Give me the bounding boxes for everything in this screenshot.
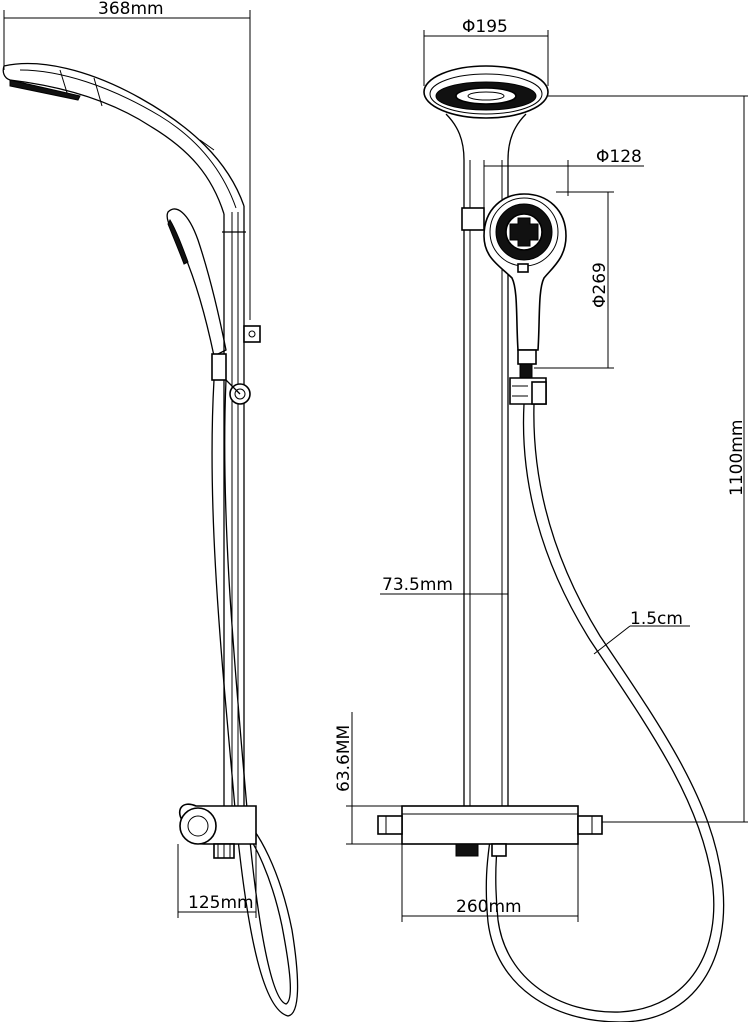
dimension-1100: 1100mm [548, 95, 748, 823]
hose-side [211, 379, 299, 1017]
overhead-shower-front [423, 65, 549, 161]
valve-side [178, 803, 257, 859]
dimension-128: Φ128 [483, 147, 644, 236]
side-view: 368mm [2, 0, 299, 1017]
dimension-73-5: 73.5mm [380, 575, 508, 595]
hose-front: 1.5cm [485, 403, 725, 1022]
dim-label-1100: 1100mm [727, 420, 747, 496]
dimension-63-6: 63.6MM [334, 712, 402, 845]
dim-label-125: 125mm [188, 893, 254, 913]
dim-label-195: Φ195 [462, 17, 508, 37]
dimension-260: 260mm [401, 844, 579, 922]
dim-label-63-6: 63.6MM [334, 725, 354, 792]
dimension-368: 368mm [3, 0, 251, 320]
dim-label-368: 368mm [98, 0, 164, 19]
valve-front [377, 805, 603, 857]
hand-shower-front [483, 193, 567, 405]
hand-shower-side [166, 208, 251, 405]
dim-label-269: Φ269 [590, 262, 610, 308]
dim-label-260: 260mm [456, 897, 522, 917]
front-view: Φ195 [334, 17, 748, 1022]
dimension-195: Φ195 [423, 17, 549, 86]
dim-label-hose: 1.5cm [630, 609, 683, 629]
dim-label-73-5: 73.5mm [382, 575, 453, 595]
dimension-269: Φ269 [534, 191, 614, 369]
dim-label-128: Φ128 [596, 147, 642, 167]
overhead-shower-side [2, 62, 245, 215]
riser-rail-side [222, 206, 261, 810]
dimension-125: 125mm [177, 844, 257, 918]
